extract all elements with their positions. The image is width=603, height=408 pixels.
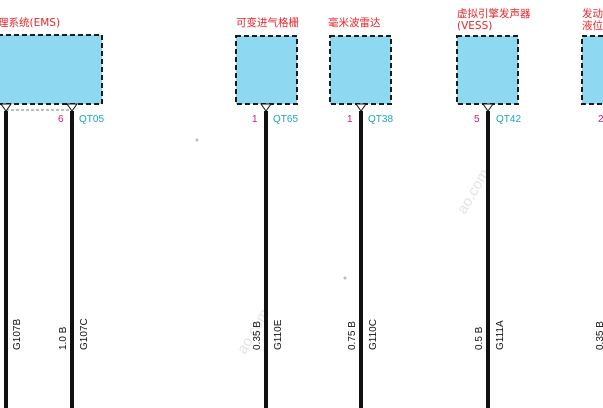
wire-label: G107C: [79, 318, 90, 350]
pin-marker: [260, 103, 272, 112]
module-title: 发动机: [582, 7, 603, 20]
wire-label: 0.35 B: [595, 321, 603, 350]
wire-label: 0.75 B: [347, 321, 358, 350]
pin-number: 1: [347, 114, 353, 125]
module-title: 液位传: [582, 19, 603, 32]
pin-marker: [66, 103, 78, 112]
wire-label: G107B: [12, 319, 23, 350]
wire-label: G110C: [368, 319, 379, 350]
module-radar[interactable]: 毫米波雷达 1 QT38 0.75 B G110C: [328, 16, 393, 408]
connector-label: QT65: [273, 114, 298, 125]
module-box[interactable]: [329, 35, 392, 105]
module-box[interactable]: [456, 35, 519, 105]
module-vvt[interactable]: 可变进气格栅 1 QT65 0.35 B G110E: [235, 16, 299, 408]
pin-marker: [355, 103, 367, 112]
module-vess[interactable]: 虚拟引擎发声器 (VESS) 5 QT42 0.5 B G111A: [456, 7, 531, 408]
module-title: 理系统(EMS): [0, 16, 60, 29]
module-engine-level[interactable]: 发动机 液位传 2 0.35 B: [581, 7, 603, 350]
wire-label: G110E: [273, 319, 284, 350]
pin-marker: [482, 103, 494, 112]
pin-number: 1: [252, 114, 258, 125]
module-box[interactable]: [0, 34, 103, 105]
module-box[interactable]: [581, 35, 603, 105]
module-title: (VESS): [457, 20, 492, 32]
connector-label: QT38: [368, 114, 393, 125]
connector-label: QT42: [496, 114, 521, 125]
module-title: 虚拟引擎发声器: [457, 7, 531, 20]
watermark: ao.com ao.com: [195, 138, 493, 357]
connector-label: QT05: [79, 114, 104, 125]
module-title: 毫米波雷达: [328, 16, 381, 29]
wire-label: 1.0 B: [58, 326, 69, 350]
module-box[interactable]: [235, 35, 298, 105]
module-ems[interactable]: 理系统(EMS) 6 QT05 G107B 1.0 B G107C: [0, 16, 104, 408]
wire-label: 0.5 B: [474, 326, 485, 350]
module-title: 可变进气格栅: [236, 16, 299, 29]
pin-marker: [0, 103, 12, 112]
wire-label: G111A: [495, 320, 506, 350]
wire-label: 0.35 B: [252, 321, 263, 350]
pin-number: 2: [598, 114, 603, 125]
pin-number: 6: [58, 114, 64, 125]
pin-number: 5: [474, 114, 480, 125]
